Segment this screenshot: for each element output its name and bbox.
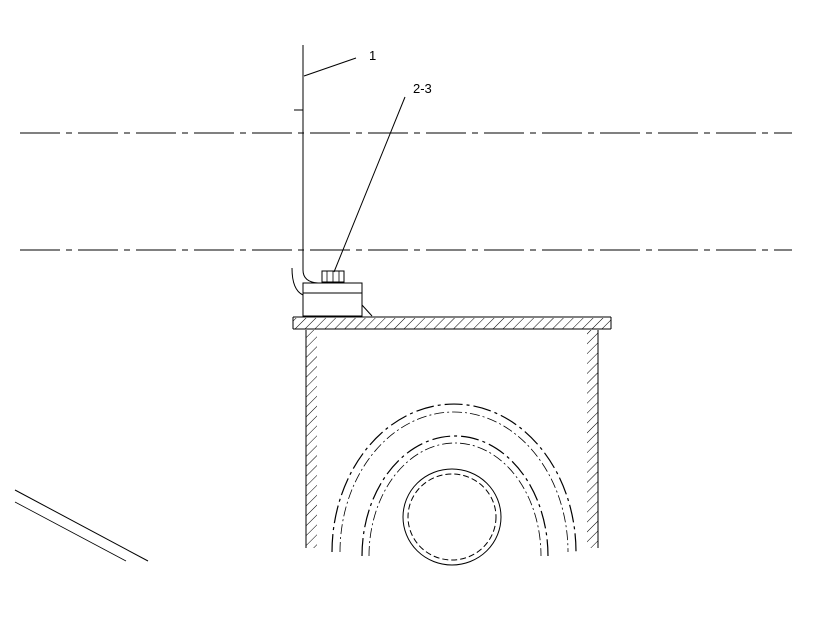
right-hatched-wall (587, 330, 599, 548)
hatched-plate (292, 316, 612, 330)
tube-item-1 (291, 45, 319, 296)
left-hatched-wall (305, 330, 317, 548)
inner-circle (402, 468, 502, 566)
diagonal-lines (14, 489, 149, 562)
leader-line-1 (303, 57, 357, 77)
callout-1: 1 (369, 48, 376, 63)
concentric-arcs (331, 403, 577, 557)
callout-2-3: 2-3 (413, 81, 432, 96)
leader-line-2-3 (333, 96, 406, 273)
clamp-block-items-2-3 (302, 270, 373, 317)
